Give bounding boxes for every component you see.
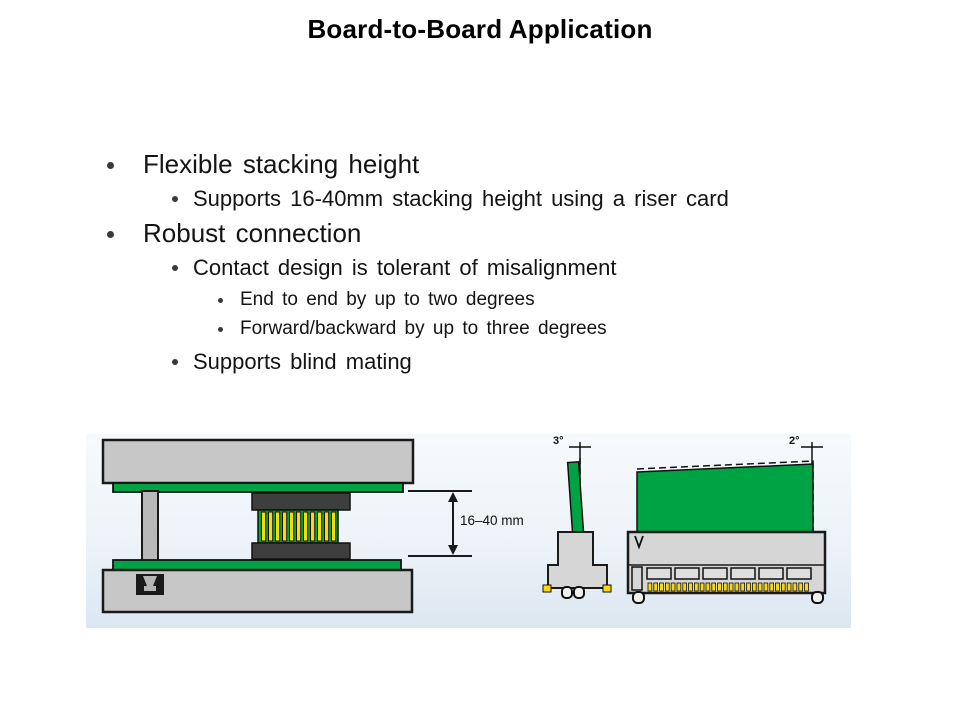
contact-pin [688, 582, 693, 592]
contact-pin [331, 511, 337, 542]
contact-pin [665, 582, 670, 592]
polarity-notch [634, 535, 644, 550]
mounting-foot [811, 591, 824, 604]
bullet-icon [107, 162, 114, 169]
solder-pad-left [542, 584, 552, 593]
contact-pin [289, 511, 295, 542]
bullet-text: Forward/backward by up to three degrees [240, 318, 607, 339]
contact-pin [792, 582, 798, 592]
bullet-text: Supports blind mating [193, 349, 412, 374]
bullet-item-level2: Contact design is tolerant of misalignme… [105, 251, 915, 285]
contact-pin [275, 511, 281, 542]
slot [702, 567, 728, 580]
contact-pin [711, 582, 716, 592]
bullet-icon [107, 231, 114, 238]
contact-pin [798, 582, 803, 592]
contact-pin [682, 582, 687, 592]
standoff-tip [143, 576, 157, 591]
slot-row [646, 567, 812, 580]
top-board-slab [101, 438, 415, 485]
bullet-text: End to end by up to two degrees [240, 289, 535, 310]
contact-pin [769, 582, 774, 592]
contact-pin [757, 582, 763, 592]
mounting-foot [632, 591, 645, 604]
connector-body-side [547, 531, 608, 589]
slot [730, 567, 756, 580]
dimension-arrow [408, 490, 472, 557]
tilted-card-front [636, 463, 814, 533]
bullet-icon [172, 265, 178, 271]
contact-pin [659, 582, 664, 592]
slot [646, 567, 672, 580]
bullet-item-level2: Supports 16-40mm stacking height using a… [105, 182, 915, 216]
bullet-text: Robust connection [143, 218, 362, 248]
bullet-icon [172, 359, 178, 365]
contact-pin [653, 582, 658, 592]
bottom-pcb-strip [112, 559, 402, 571]
contact-pin [699, 582, 705, 592]
bullet-item-level2: Supports blind mating [105, 345, 915, 379]
contact-pin [647, 582, 653, 592]
contact-pin [676, 582, 682, 592]
bullet-icon [172, 196, 178, 202]
bullet-icon [218, 298, 223, 303]
contact-pin [804, 582, 809, 592]
bullet-icon [218, 327, 223, 332]
contact-pin [746, 582, 751, 592]
contact-pin [734, 582, 740, 592]
end-cap [631, 566, 643, 591]
mounting-foot [561, 586, 573, 599]
contact-pin [324, 511, 330, 542]
stacked-boards-figure [101, 438, 472, 614]
contact-pin [296, 511, 302, 542]
bullet-text: Contact design is tolerant of misalignme… [193, 255, 617, 280]
slot [786, 567, 812, 580]
slot [674, 567, 700, 580]
contact-pin [705, 582, 711, 592]
solder-pad-right [602, 584, 612, 593]
contact-pin [752, 582, 757, 592]
riser-pins [261, 511, 337, 542]
bullet-list: Flexible stacking height Supports 16-40m… [105, 147, 915, 379]
right-angle-label: 2° [789, 435, 800, 447]
contact-pin [723, 582, 728, 592]
bullet-item-level3: End to end by up to two degrees [105, 285, 915, 314]
contact-pin [282, 511, 288, 542]
contact-pin [317, 511, 323, 542]
riser-connector-side-figure [542, 442, 612, 599]
contact-pin [694, 582, 699, 592]
slot [758, 567, 784, 580]
contact-pin [670, 582, 676, 592]
diagram-panel: 16–40 mm 3° 2° [86, 434, 851, 628]
contact-pin [310, 511, 316, 542]
contact-pin [740, 582, 745, 592]
arrowhead-up [448, 492, 458, 502]
page-title: Board-to-Board Application [307, 14, 653, 44]
bullet-item-level1: Robust connection [105, 216, 915, 251]
connector-front-figure [626, 442, 827, 604]
contact-pin [781, 582, 786, 592]
left-angle-label: 3° [553, 435, 564, 447]
contact-pin [763, 582, 769, 592]
board-to-board-diagram [101, 438, 827, 614]
mounting-foot [573, 586, 585, 599]
contact-pin [775, 582, 780, 592]
contact-pin [261, 511, 267, 542]
stack-height-dimension-label: 16–40 mm [460, 513, 524, 528]
top-pcb-strip [112, 482, 404, 493]
contact-pad-row [647, 582, 809, 592]
contact-pin [303, 511, 309, 542]
contact-pin [268, 511, 274, 542]
tilted-card [566, 460, 585, 534]
arrowhead-down [448, 545, 458, 555]
bullet-text: Supports 16-40mm stacking height using a… [193, 186, 729, 211]
bullet-item-level1: Flexible stacking height [105, 147, 915, 182]
connector-top-block [251, 492, 351, 511]
contact-pin [786, 582, 792, 592]
bullet-text: Flexible stacking height [143, 149, 420, 179]
connector-bottom-block [251, 542, 351, 560]
bullet-item-level3: Forward/backward by up to three degrees [105, 314, 915, 343]
contact-pin [728, 582, 734, 592]
contact-pin [717, 582, 722, 592]
